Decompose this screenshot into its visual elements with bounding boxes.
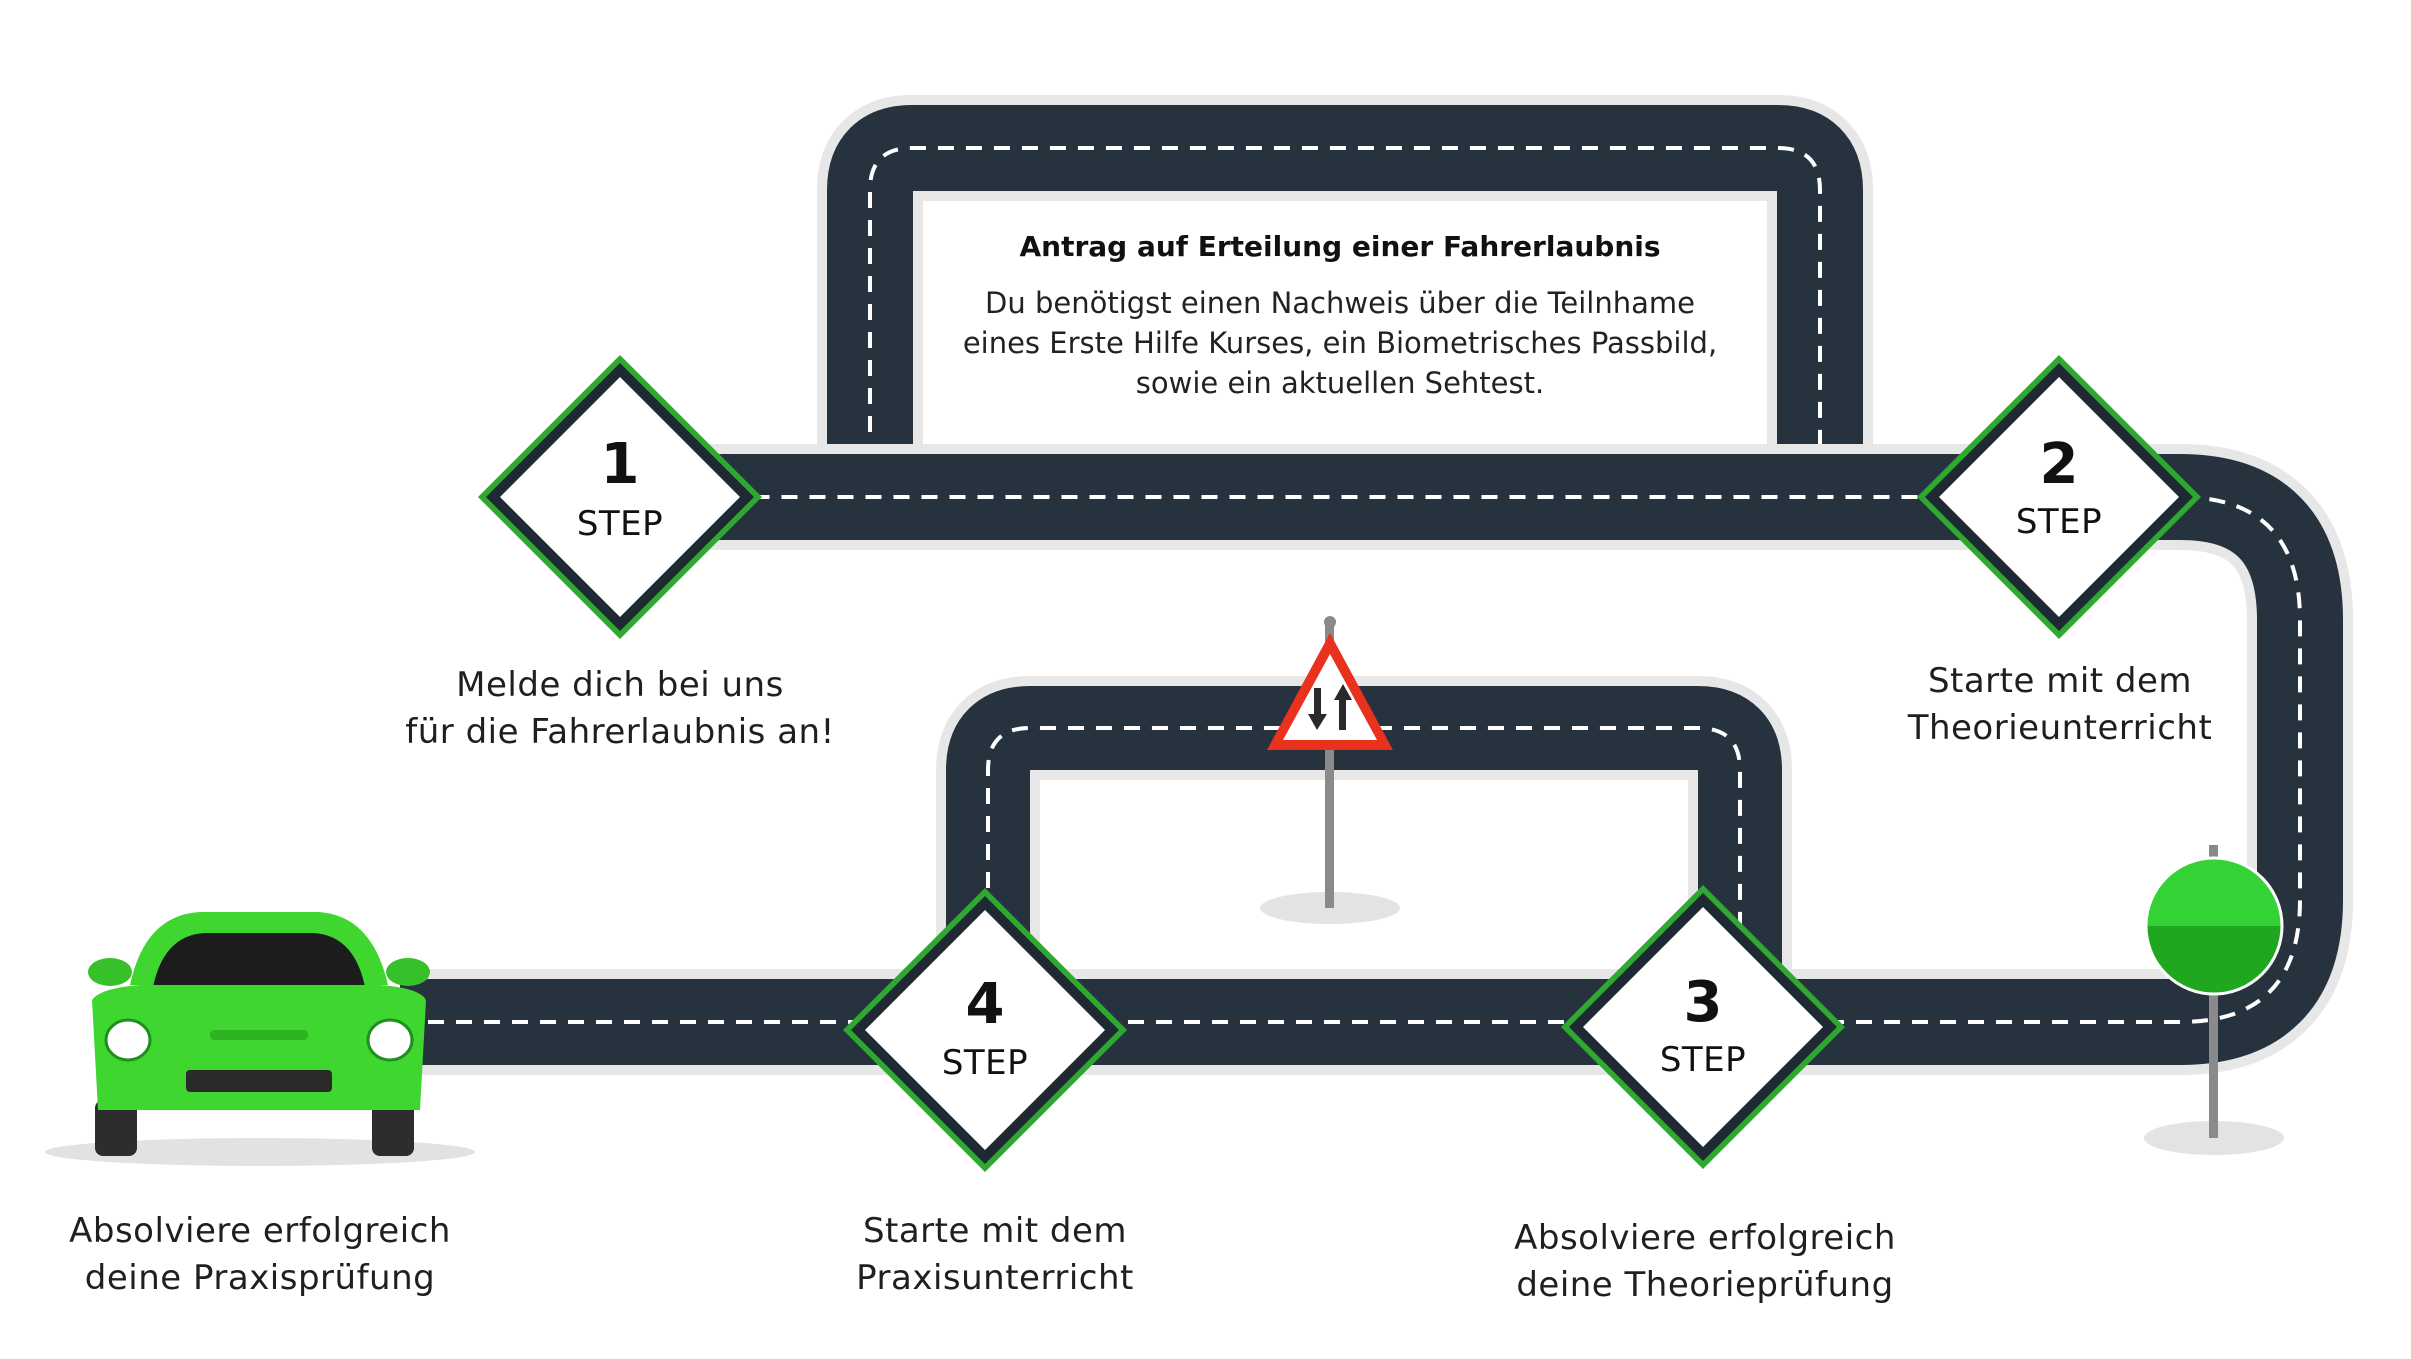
step-4-caption: Starte mit dem Praxisunterricht <box>856 1211 1134 1298</box>
step-1-word: STEP <box>576 504 664 544</box>
step-2-word: STEP <box>2015 502 2103 542</box>
road-upper-loop <box>817 95 1873 460</box>
final-caption: Absolviere erfolgreich deine Praxisprüfu… <box>69 1211 451 1298</box>
step-3-caption: Absolviere erfolgreich deine Theorieprüf… <box>1514 1218 1896 1305</box>
green-round-sign-icon <box>2144 845 2284 1155</box>
step-4-number: 4 <box>965 972 1005 1037</box>
info-line: eines Erste Hilfe Kurses, ein Biometrisc… <box>962 326 1718 360</box>
step-4-diamond <box>843 888 1127 1172</box>
step-3-number: 3 <box>1683 970 1723 1035</box>
step-2-caption: Starte mit dem Theorieunterricht <box>1907 661 2213 748</box>
info-title: Antrag auf Erteilung einer Fahrerlaubnis <box>1019 230 1661 263</box>
step-3-word: STEP <box>1659 1040 1747 1080</box>
info-line: Du benötigst einen Nachweis über die Tei… <box>985 286 1695 320</box>
road-main <box>400 444 2353 1075</box>
step-1-caption: Melde dich bei uns für die Fahrerlaubnis… <box>405 665 835 752</box>
car-icon <box>45 912 475 1166</box>
step-3-diamond <box>1561 885 1845 1169</box>
info-box: Antrag auf Erteilung einer Fahrerlaubnis… <box>920 230 1760 403</box>
road-lower-loop <box>936 676 1792 1000</box>
step-1-diamond <box>478 355 762 639</box>
warning-sign-icon <box>1260 616 1400 924</box>
info-line: sowie ein aktuellen Sehtest. <box>1135 366 1545 400</box>
step-1-number: 1 <box>600 432 640 497</box>
step-2-diamond <box>1917 355 2201 639</box>
step-4-word: STEP <box>941 1043 1029 1083</box>
info-text: Du benötigst einen Nachweis über die Tei… <box>920 283 1760 403</box>
step-2-number: 2 <box>2039 432 2079 497</box>
